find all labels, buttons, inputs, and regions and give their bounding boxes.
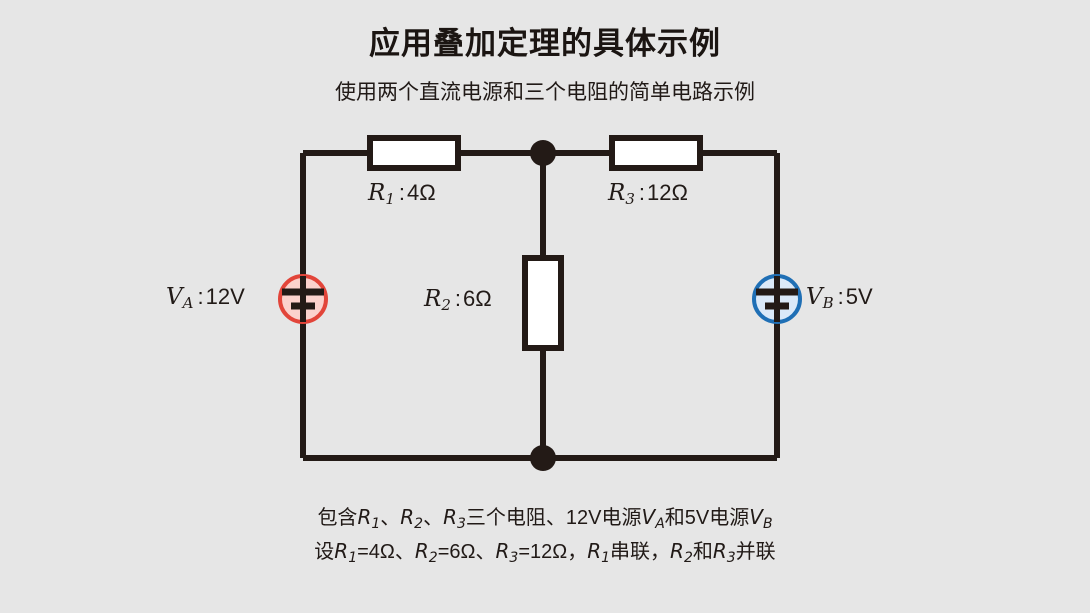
caption2-r3-subscript: 3 — [509, 550, 519, 566]
caption2-mid: 串联， — [610, 541, 671, 563]
label-r1-value: 4Ω — [407, 180, 436, 205]
label-source-va: VA:12V — [166, 286, 245, 311]
label-r2-subscript: 2 — [441, 296, 451, 314]
caption1-vb-subscript: B — [762, 516, 773, 532]
label-r1-symbol: R — [368, 180, 386, 206]
label-vb-value: 5V — [845, 284, 873, 309]
label-r3-symbol: R — [608, 180, 626, 206]
caption2-r2b-subscript: 2 — [683, 550, 693, 566]
label-r1-separator: : — [398, 180, 405, 205]
caption1-va-symbol: V — [641, 505, 656, 529]
caption1-r1-subscript: 1 — [371, 516, 381, 532]
caption2-r1b-symbol: R — [587, 539, 602, 563]
caption2-eq3: =12Ω， — [518, 541, 588, 563]
label-vb-symbol: V — [806, 284, 823, 310]
label-r2-separator: : — [454, 286, 461, 311]
caption1-r1-symbol: R — [357, 505, 372, 529]
caption2-eq1: =4Ω、 — [357, 541, 415, 563]
label-resistor-r1: R1:4Ω — [368, 182, 436, 207]
caption1-mid: 三个电阻、12V电源 — [465, 507, 642, 529]
caption1-sep2: 、 — [423, 507, 444, 529]
caption1-r3-subscript: 3 — [457, 516, 466, 532]
caption1-r2-symbol: R — [400, 505, 415, 529]
caption2-r3b-symbol: R — [712, 539, 727, 563]
label-va-subscript: A — [182, 294, 194, 312]
caption2-prefix: 设 — [314, 541, 335, 563]
label-va-value: 12V — [205, 284, 245, 309]
resistor-r2-body — [522, 255, 564, 351]
node-bottom-dot — [530, 445, 556, 471]
label-resistor-r3: R3:12Ω — [608, 182, 688, 207]
label-resistor-r2: R2:6Ω — [424, 288, 492, 313]
resistor-r1-body — [367, 135, 461, 171]
caption2-r1-subscript: 1 — [348, 550, 358, 566]
caption1-vb-symbol: V — [749, 505, 763, 529]
page-title: 应用叠加定理的具体示例 — [369, 26, 721, 61]
caption2-r3-symbol: R — [495, 539, 510, 563]
label-r2-value: 6Ω — [463, 286, 492, 311]
label-vb-subscript: B — [822, 294, 834, 312]
caption2-eq2: =6Ω、 — [437, 541, 496, 563]
caption1-r2-subscript: 2 — [414, 516, 424, 532]
label-r2-symbol: R — [424, 286, 442, 312]
caption-line-2: 设R1=4Ω、R2=6Ω、R3=12Ω，R1串联，R2和R3并联 — [0, 535, 1090, 566]
label-r3-value: 12Ω — [647, 180, 688, 205]
label-r3-separator: : — [638, 180, 645, 205]
caption1-va-subscript: A — [655, 516, 665, 532]
caption2-r3b-subscript: 3 — [726, 550, 736, 566]
caption2-r1-symbol: R — [334, 539, 349, 563]
label-va-symbol: V — [166, 284, 183, 310]
page-subtitle: 使用两个直流电源和三个电阻的简单电路示例 — [335, 81, 755, 104]
source-va-symbol — [278, 274, 328, 324]
caption2-suffix: 并联 — [735, 541, 776, 563]
caption-line-1: 包含R1、R2、R3三个电阻、12V电源VA和5V电源VB — [0, 501, 1090, 532]
caption1-prefix: 包含 — [317, 507, 358, 529]
resistor-r3-body — [609, 135, 703, 171]
label-r1-subscript: 1 — [385, 190, 395, 208]
caption2-r2b-symbol: R — [670, 539, 684, 563]
caption2-and: 和 — [692, 541, 713, 563]
caption1-sep1: 、 — [380, 507, 401, 529]
caption2-r1b-subscript: 1 — [601, 550, 611, 566]
label-vb-separator: : — [837, 284, 844, 309]
caption1-r3-symbol: R — [443, 505, 457, 529]
source-vb-symbol — [752, 274, 802, 324]
label-source-vb: VB:5V — [806, 286, 873, 311]
label-r3-subscript: 3 — [625, 190, 635, 208]
node-top-dot — [530, 140, 556, 166]
label-va-separator: : — [197, 284, 204, 309]
caption2-r2-symbol: R — [414, 539, 429, 563]
caption1-mid2: 和5V电源 — [664, 507, 750, 529]
caption2-r2-subscript: 2 — [428, 550, 438, 566]
